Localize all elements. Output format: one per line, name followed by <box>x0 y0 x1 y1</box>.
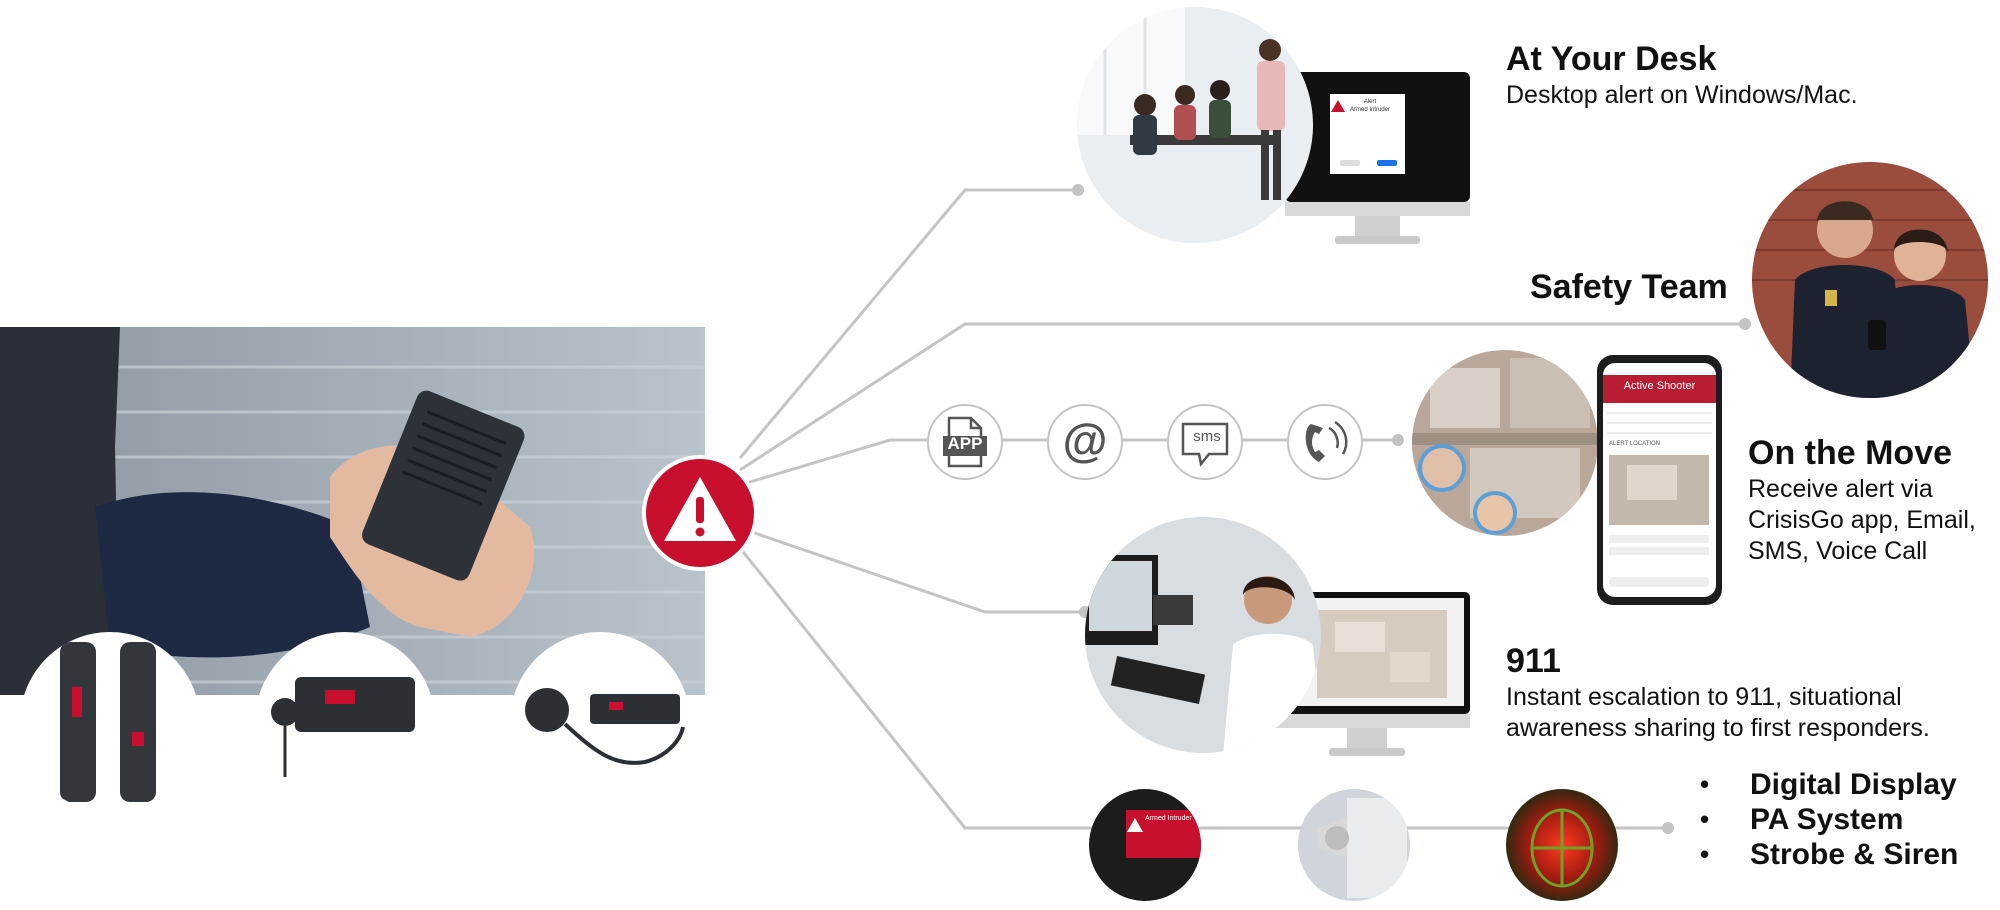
desk-dialog-subtitle: Armed Intruder <box>1349 107 1391 113</box>
on-the-move-line-2: CrisisGo app, Email, <box>1748 506 1976 534</box>
pa-speaker-image <box>1298 789 1410 901</box>
handheld-radio-image <box>20 632 200 812</box>
on-the-move-line-3: SMS, Voice Call <box>1748 537 1928 565</box>
desk-description: Desktop alert on Windows/Mac. <box>1506 81 1858 109</box>
digital-display-image <box>1089 789 1201 901</box>
bullet-label: Strobe & Siren <box>1750 838 1959 871</box>
phone-section-text: ALERT LOCATION <box>1609 441 1661 447</box>
911-description: Instant escalation to 911, situational a… <box>1506 682 1930 744</box>
desktop-monitor-image <box>1285 72 1470 244</box>
on-the-move-line-1: Receive alert via <box>1748 475 1933 503</box>
bullet-digital-display: • Digital Display <box>1700 767 1958 802</box>
bullet-label: PA System <box>1750 803 1904 836</box>
bullet-symbol: • <box>1700 804 1710 834</box>
connector-911 <box>739 526 1085 614</box>
safety-team-photo <box>1752 162 1988 398</box>
desk-title: At Your Desk <box>1506 40 1717 78</box>
connector-end-devices <box>1662 822 1674 834</box>
device-bullet-list: • Digital Display • PA System • Strobe &… <box>1700 767 1958 872</box>
connector-end-safety <box>1739 318 1751 330</box>
connector-end-move <box>1392 434 1404 446</box>
email-icon-label: @ <box>1062 414 1108 466</box>
mobile-radio-image <box>255 632 435 812</box>
alert-warning-icon <box>642 455 758 571</box>
connector-devices <box>738 547 1665 830</box>
bullet-symbol: • <box>1700 839 1710 869</box>
desk-dialog-title: Alert <box>1363 99 1377 105</box>
911-title: 911 <box>1506 642 1561 680</box>
sms-icon-label: sms <box>1193 428 1221 445</box>
method-icons <box>927 404 1363 480</box>
bullet-label: Digital Display <box>1750 768 1957 801</box>
strobe-siren-image <box>1506 789 1618 901</box>
on-the-move-description: Receive alert via CrisisGo app, Email, S… <box>1748 474 1976 567</box>
desk-meeting-photo <box>1077 7 1313 243</box>
campus-map-photo <box>1412 350 1598 536</box>
bullet-symbol: • <box>1700 769 1710 799</box>
phone-header-text: Active Shooter <box>1623 380 1696 392</box>
email-icon-circle <box>1047 404 1123 480</box>
bullet-strobe-siren: • Strobe & Siren <box>1700 837 1958 872</box>
desk-dialog-text: Alert Armed Intruder <box>1340 98 1400 114</box>
bullet-pa-system: • PA System <box>1700 802 1958 837</box>
911-line-2: awareness sharing to first responders. <box>1506 714 1930 742</box>
on-the-move-title: On the Move <box>1748 434 1953 472</box>
display-sign-text: Armed Intruder <box>1145 815 1192 822</box>
app-icon-label: APP <box>947 434 983 453</box>
safety-team-title: Safety Team <box>1530 268 1728 306</box>
voice-call-icon-circle <box>1287 404 1363 480</box>
connector-end-desk <box>1072 184 1084 196</box>
crisisgo-phone-image <box>1597 355 1722 605</box>
radio-microphone-image <box>510 632 690 812</box>
911-line-1: Instant escalation to 911, situational <box>1506 683 1902 711</box>
connector-desk <box>738 188 1075 459</box>
dispatcher-photo <box>1085 517 1321 753</box>
connector-safety-team <box>739 322 1745 472</box>
